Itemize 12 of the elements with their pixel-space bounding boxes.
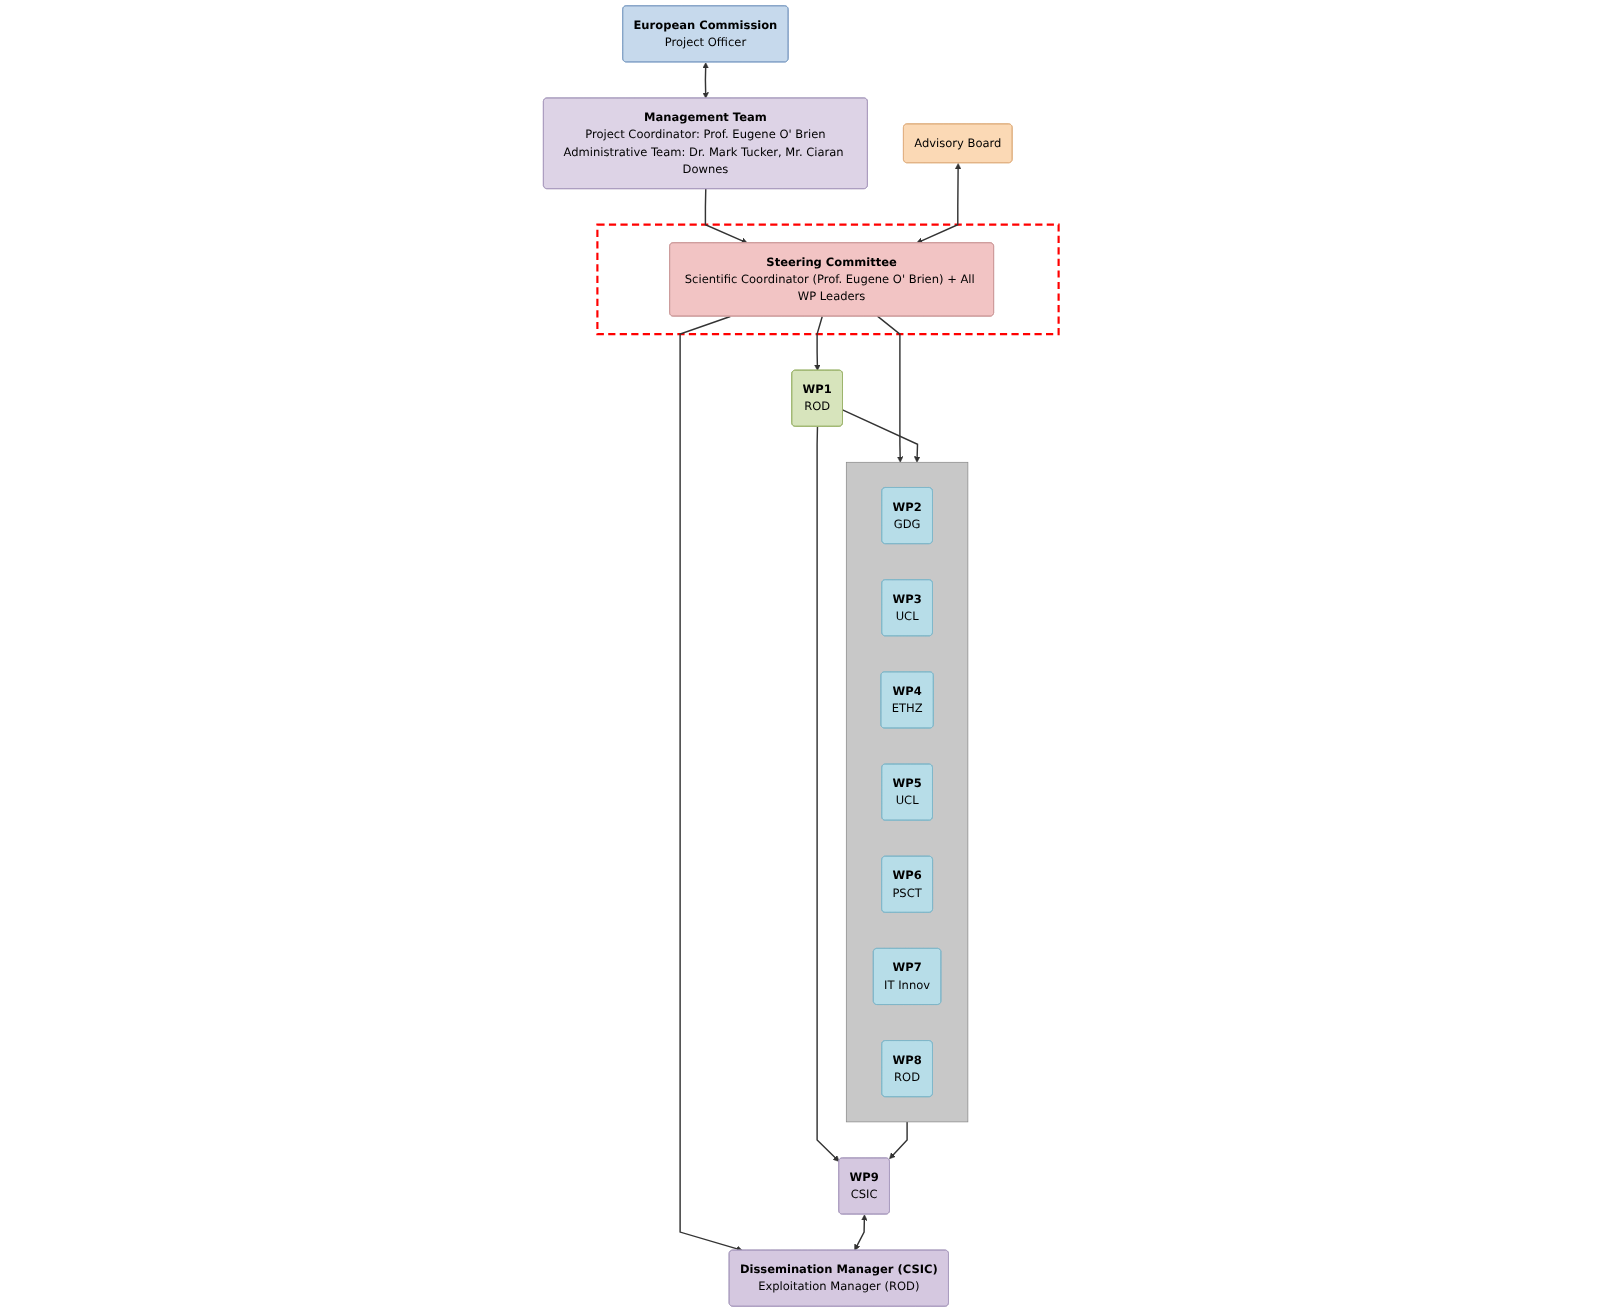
arrow [841,409,921,463]
cluster [845,461,969,1123]
arrow [704,188,748,244]
arrow [814,315,823,371]
cluster [596,223,1060,336]
arrow [889,1121,908,1160]
arrow [816,425,840,1162]
arrow [916,163,962,244]
arrow [854,1214,868,1251]
arrow [679,315,743,1252]
arrow [876,315,904,463]
arrow [702,62,709,99]
